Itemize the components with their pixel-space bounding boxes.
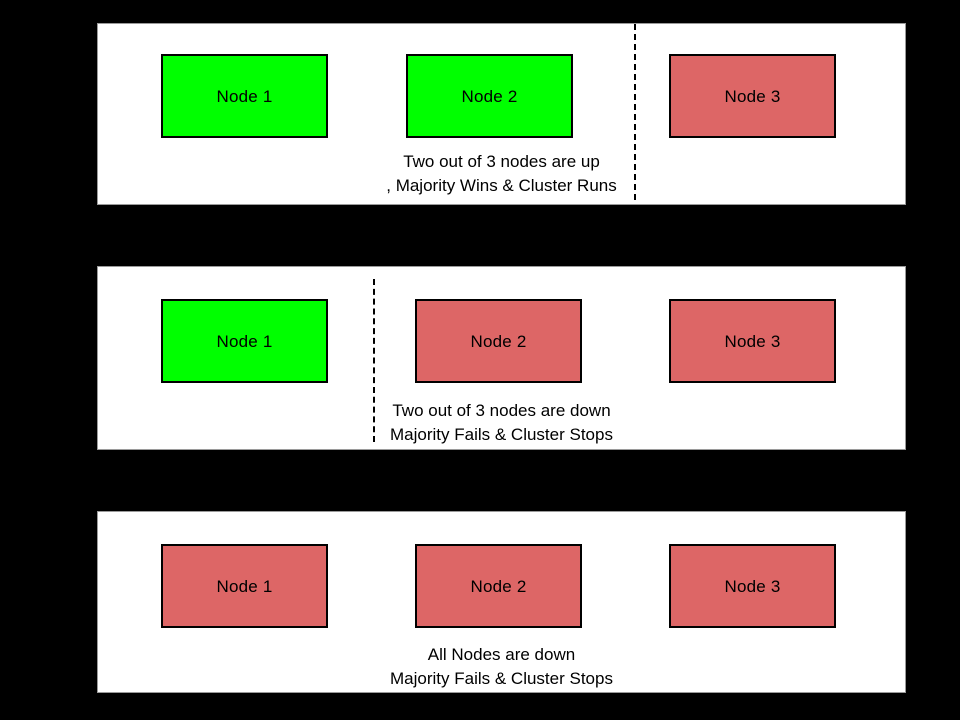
node-label: Node 1	[216, 86, 273, 106]
caption-line-2: , Majority Wins & Cluster Runs	[386, 176, 617, 195]
caption-line-2: Majority Fails & Cluster Stops	[390, 425, 613, 444]
node-label: Node 2	[470, 331, 527, 351]
caption-line-1: Two out of 3 nodes are up	[403, 152, 600, 171]
scenario-caption: Two out of 3 nodes are down Majority Fai…	[98, 399, 905, 447]
scenario-caption: Two out of 3 nodes are up , Majority Win…	[98, 150, 905, 198]
network-partition-line	[373, 279, 375, 442]
scenario-panel-one-node-down: Node 1 Node 2 Node 3 Two out of 3 nodes …	[97, 23, 906, 205]
node-box-panel1-node1[interactable]: Node 1	[161, 54, 328, 138]
node-label: Node 2	[470, 576, 527, 596]
node-label: Node 1	[216, 331, 273, 351]
node-box-panel2-node3[interactable]: Node 3	[669, 299, 836, 383]
caption-line-1: All Nodes are down	[427, 645, 576, 664]
node-label: Node 3	[724, 86, 781, 106]
node-box-panel2-node2[interactable]: Node 2	[415, 299, 582, 383]
network-partition-line	[634, 24, 636, 200]
caption-line-2: Majority Fails & Cluster Stops	[390, 669, 613, 688]
node-box-panel3-node3[interactable]: Node 3	[669, 544, 836, 628]
node-box-panel3-node2[interactable]: Node 2	[415, 544, 582, 628]
node-label: Node 3	[724, 576, 781, 596]
caption-line-1: Two out of 3 nodes are down	[392, 401, 611, 420]
scenario-panel-all-nodes-down: Node 1 Node 2 Node 3 All Nodes are down …	[97, 511, 906, 693]
node-box-panel1-node2[interactable]: Node 2	[406, 54, 573, 138]
node-label: Node 1	[216, 576, 273, 596]
scenario-panel-two-nodes-down: Node 1 Node 2 Node 3 Two out of 3 nodes …	[97, 266, 906, 450]
node-box-panel1-node3[interactable]: Node 3	[669, 54, 836, 138]
scenario-caption: All Nodes are down Majority Fails & Clus…	[98, 643, 905, 691]
node-box-panel3-node1[interactable]: Node 1	[161, 544, 328, 628]
node-label: Node 3	[724, 331, 781, 351]
node-label: Node 2	[461, 86, 518, 106]
node-box-panel2-node1[interactable]: Node 1	[161, 299, 328, 383]
